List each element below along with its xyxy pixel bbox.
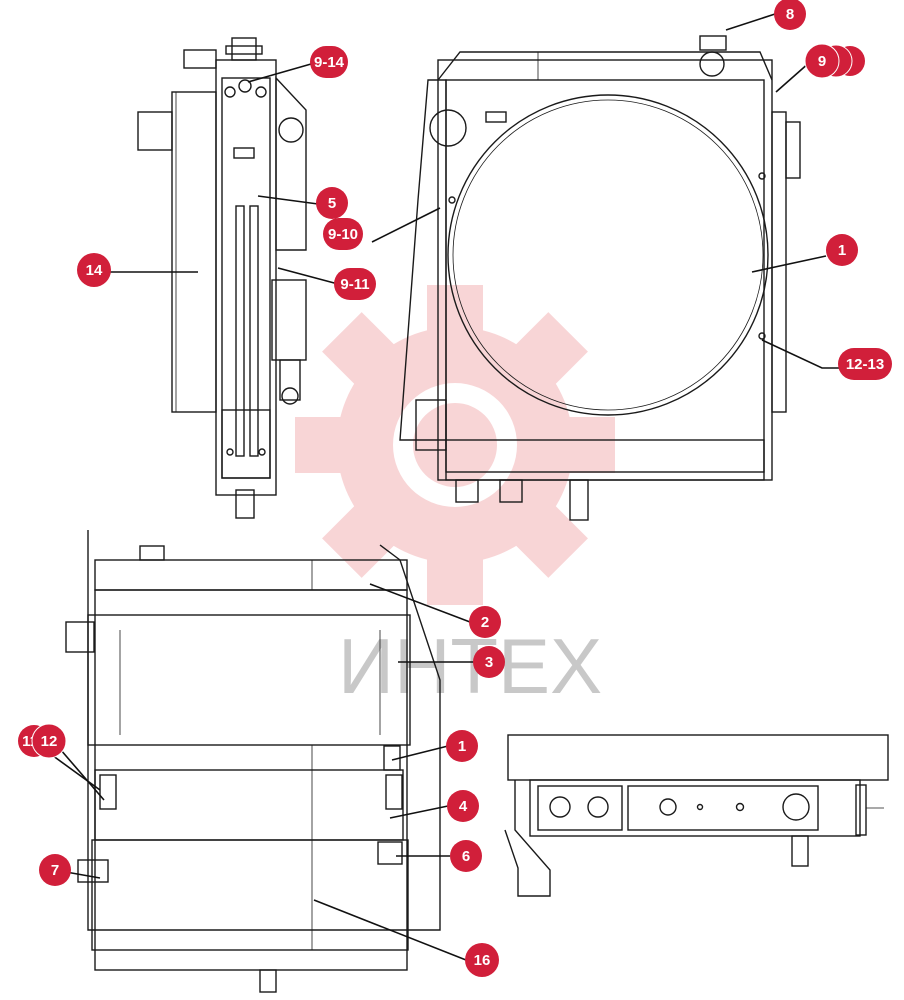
callout-8-label: 8	[786, 6, 794, 23]
callout-9-14-label: 9-14	[314, 54, 345, 71]
callout-4-label: 4	[459, 798, 468, 815]
callout-6[interactable]: 6	[450, 840, 482, 872]
rear-view-drawing	[65, 530, 441, 993]
callout-5-label: 5	[328, 195, 336, 212]
callout-5[interactable]: 5	[316, 187, 348, 219]
callout-3-label: 3	[485, 654, 493, 671]
callout-9-label: 9	[818, 53, 826, 70]
callout-12-13-label: 12-13	[846, 356, 884, 373]
callout-7-label: 7	[51, 862, 59, 879]
watermark-gear-icon	[295, 285, 615, 605]
callout-16-label: 16	[474, 952, 491, 969]
callout-8[interactable]: 8	[774, 0, 806, 30]
callout-7[interactable]: 7	[39, 854, 71, 886]
front-view-drawing	[399, 35, 801, 521]
side-view-drawing	[137, 37, 307, 519]
callout-1-front[interactable]: 1	[826, 234, 858, 266]
callout-14-label: 14	[86, 262, 103, 279]
callout-12-13[interactable]: 12-13	[838, 348, 892, 380]
callout-6-label: 6	[462, 848, 470, 865]
callout-9-11[interactable]: 9-11	[334, 268, 376, 300]
callout-16[interactable]: 16	[465, 943, 499, 977]
callout-12-label: 12	[41, 733, 58, 750]
callout-3[interactable]: 3	[473, 646, 505, 678]
callout-4[interactable]: 4	[447, 790, 479, 822]
callout-9[interactable]: 9	[804, 43, 865, 79]
callout-1-front-label: 1	[838, 242, 846, 259]
top-view-drawing	[504, 734, 889, 897]
callout-2[interactable]: 2	[469, 606, 501, 638]
callout-2-label: 2	[481, 614, 489, 631]
callout-12[interactable]: 12	[31, 723, 67, 759]
callout-1-rear[interactable]: 1	[446, 730, 478, 762]
callout-9-10-label: 9-10	[328, 226, 358, 243]
leader-lines	[33, 13, 842, 961]
callout-9-14[interactable]: 9-14	[310, 46, 348, 78]
callout-1-rear-label: 1	[458, 738, 466, 755]
callout-9-10[interactable]: 9-10	[323, 218, 363, 250]
callout-9-11-label: 9-11	[340, 276, 369, 293]
callout-14[interactable]: 14	[77, 253, 111, 287]
watermark-text: ИНТЕХ	[338, 622, 602, 710]
